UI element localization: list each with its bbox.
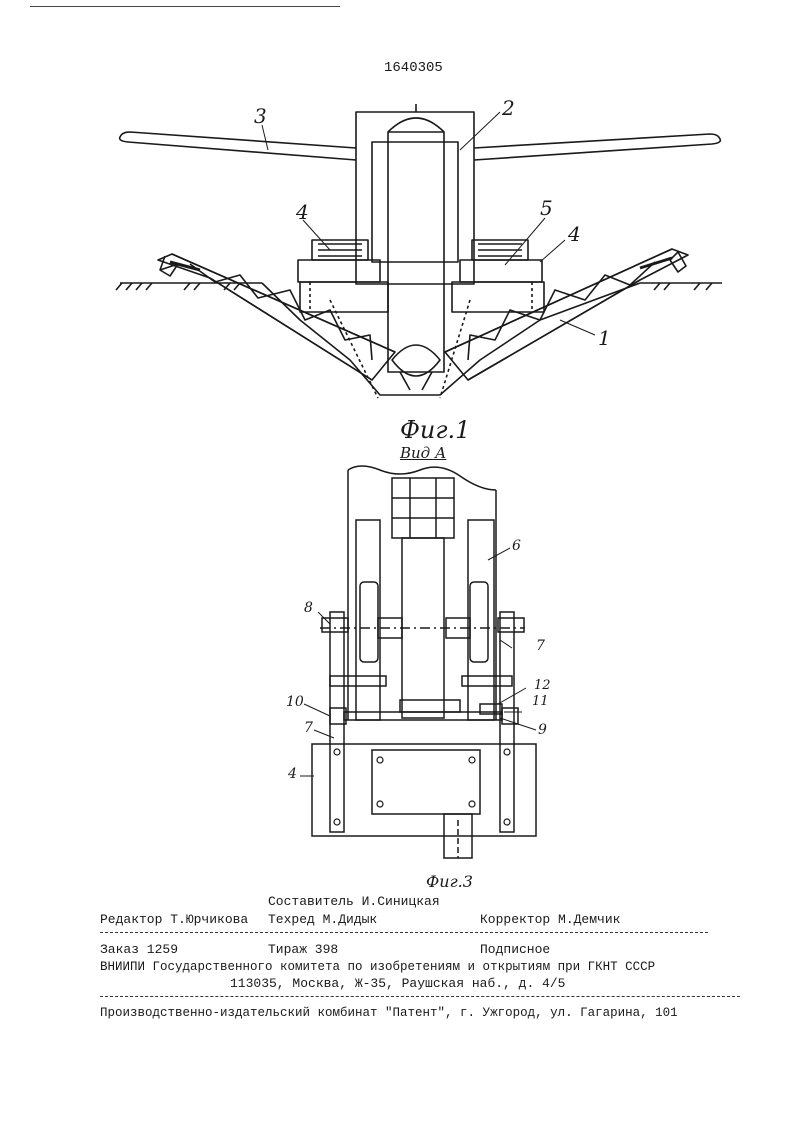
- central-working-body: [355, 104, 475, 391]
- imprint-circulation: Тираж 398: [268, 942, 339, 957]
- imprint-subscription: Подписное: [480, 942, 551, 957]
- top-rule: [30, 6, 340, 7]
- spreader-arms: [118, 131, 722, 161]
- trench-profile: [261, 282, 641, 399]
- right-truss-boom: [444, 248, 689, 381]
- fig1-label-3: 3: [254, 104, 267, 128]
- fig3-view-label: Вид А: [400, 444, 447, 462]
- fig1-label-4-right: 4: [568, 222, 581, 246]
- fig1-label-1: 1: [598, 326, 611, 350]
- fig3-label-10: 10: [286, 694, 304, 710]
- fig3-label-4: 4: [288, 766, 297, 782]
- fig1-label-2: 2: [502, 96, 515, 120]
- beam: [343, 699, 503, 721]
- imprint-order: Заказ 1259: [100, 942, 179, 957]
- fig1-label-4-left: 4: [296, 200, 309, 224]
- imprint-divider-1: [100, 932, 708, 933]
- fig3-label-8: 8: [304, 600, 313, 616]
- imprint-printer-line: Производственно-издательский комбинат "П…: [100, 1006, 678, 1020]
- left-truss-boom: [157, 253, 396, 381]
- fig3-label-9: 9: [538, 722, 547, 738]
- patent-number: 1640305: [384, 60, 443, 76]
- upper-frame: [347, 465, 497, 721]
- fig3-label-7-right: 7: [536, 638, 545, 654]
- imprint-editor: Редактор Т.Юрчикова: [100, 912, 249, 927]
- ground-line-right: [640, 282, 722, 291]
- left-carriage: [297, 239, 389, 313]
- fig3-label-7-left: 7: [304, 720, 313, 736]
- fig3-leader-lines: [300, 547, 537, 777]
- fig3-label-6: 6: [512, 538, 521, 554]
- fig3-label-11: 11: [532, 694, 549, 709]
- figure-1-drawing: [115, 104, 722, 399]
- right-carriage: [451, 239, 545, 313]
- fig1-label-5: 5: [540, 196, 553, 220]
- figure-3-drawing: [300, 465, 537, 859]
- imprint-address-line: 113035, Москва, Ж-35, Раушская наб., д. …: [230, 976, 566, 991]
- rollers: [320, 581, 525, 663]
- imprint-corrector: Корректор М.Демчик: [480, 912, 621, 927]
- bolt-marks: [333, 748, 511, 826]
- leader-lines: [261, 111, 596, 336]
- imprint-techred: Техред М.Дидык: [268, 912, 378, 927]
- fig3-label-12: 12: [534, 678, 551, 693]
- imprint-compiler: Составитель И.Синицкая: [268, 894, 440, 909]
- fig3-caption: Фиг.3: [426, 872, 473, 891]
- imprint-org-line: ВНИИПИ Государственного комитета по изоб…: [100, 960, 656, 974]
- base-platform: [311, 743, 537, 859]
- fig1-caption: Фиг.1: [400, 416, 471, 444]
- imprint-divider-2: [100, 996, 740, 997]
